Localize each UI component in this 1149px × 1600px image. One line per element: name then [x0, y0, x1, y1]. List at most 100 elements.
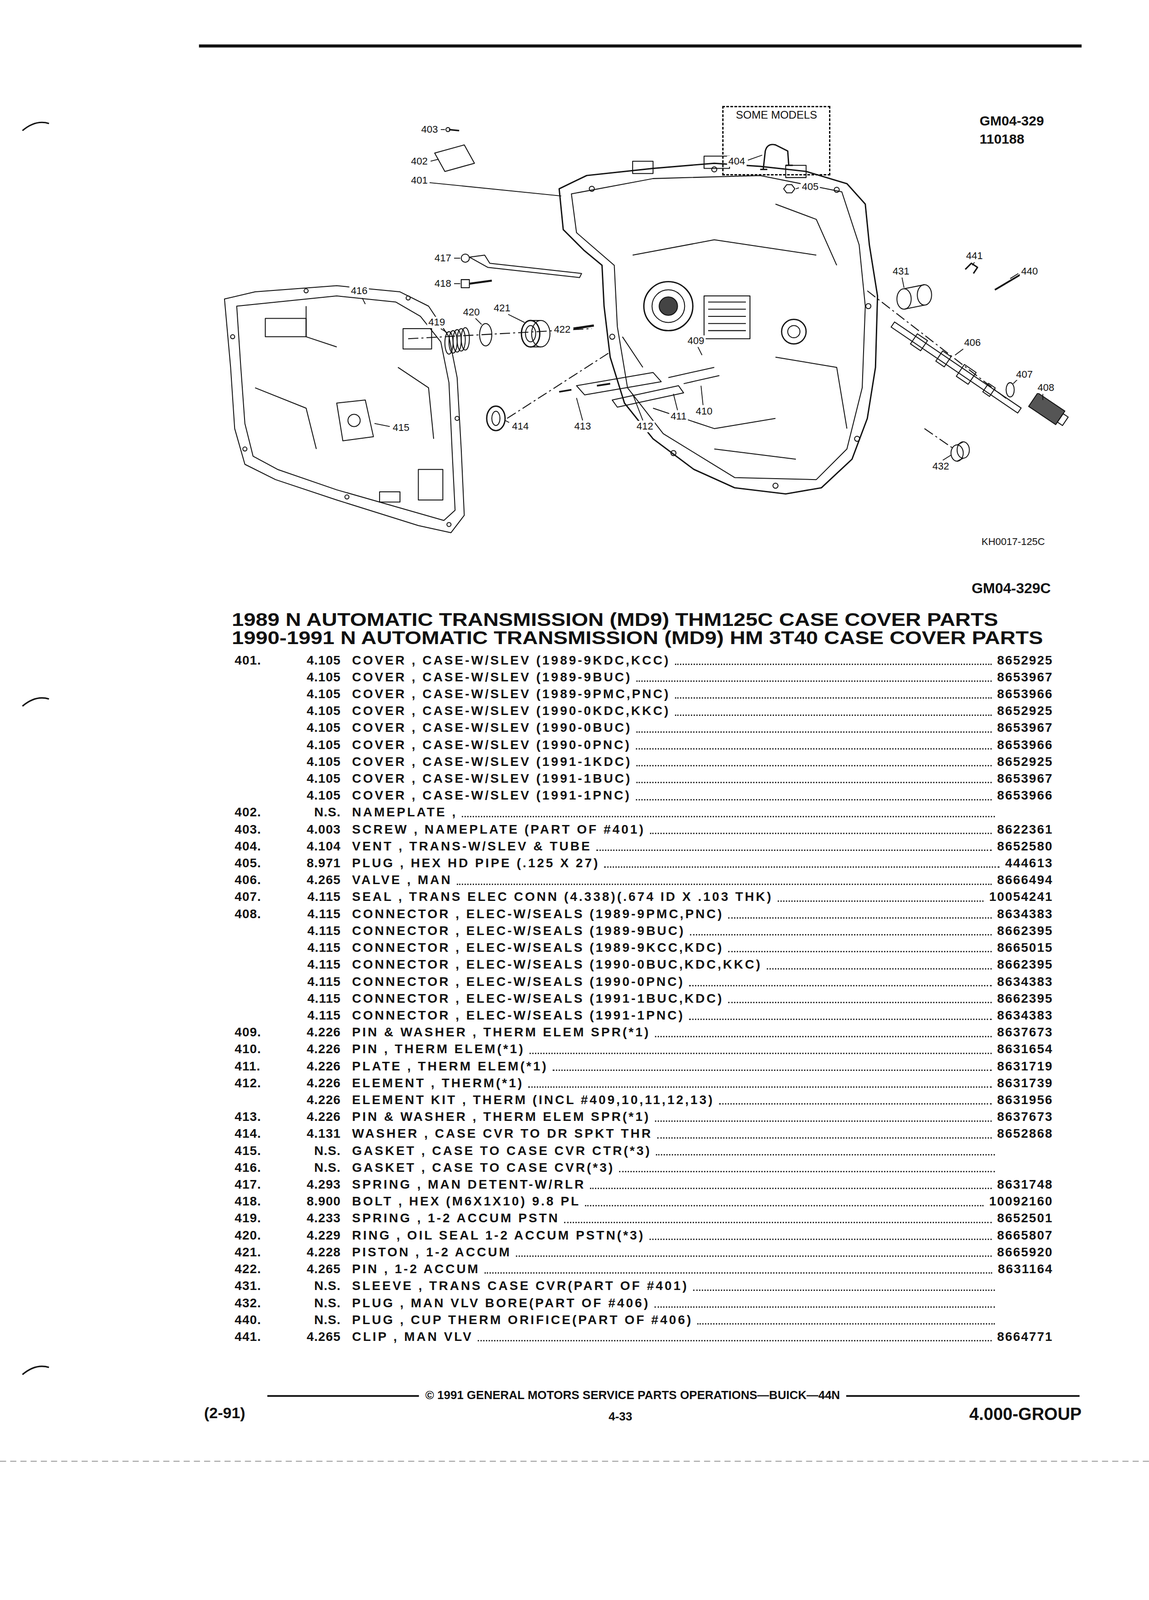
part-number: 8665920 [997, 1244, 1054, 1259]
part-description: SCREW , NAMEPLATE (PART OF #401) [352, 822, 646, 837]
part-number: 8652580 [997, 839, 1054, 854]
part-number: 8652925 [997, 754, 1054, 769]
dot-leader [635, 748, 992, 750]
part-description: NAMEPLATE , [352, 805, 458, 820]
group-code: 4.229 [306, 1228, 341, 1243]
part-number: 8631164 [997, 1262, 1053, 1277]
washer [486, 406, 505, 431]
group-code: N.S. [314, 1312, 341, 1327]
group-code: 4.105 [306, 771, 341, 786]
part-number: 8631748 [997, 1177, 1054, 1192]
center-line [408, 290, 1009, 450]
group-code: 4.265 [306, 1329, 341, 1344]
part-description: CONNECTOR , ELEC-W/SEALS (1990-0BUC,KDC,… [352, 957, 763, 972]
group-code: 4.105 [306, 788, 341, 803]
part-number: 8666494 [997, 873, 1054, 888]
item-number: 414. [234, 1126, 262, 1141]
part-number: 8637673 [997, 1109, 1054, 1125]
part-number: 8653967 [997, 720, 1054, 735]
item-number: 407. [234, 889, 262, 905]
dot-leader [728, 917, 992, 919]
item-number: 410. [234, 1042, 262, 1057]
part-description: COVER , CASE-W/SLEV (1991-1KDC) [352, 754, 633, 769]
item-number: 408. [234, 906, 262, 921]
group-code: 4.105 [306, 720, 341, 735]
piston [521, 320, 550, 347]
item-number: 440. [234, 1312, 262, 1327]
part-number: 8662395 [997, 957, 1054, 972]
thermal-element [559, 367, 720, 408]
item-number: 403. [234, 822, 262, 837]
dot-leader [649, 832, 992, 835]
dot-leader [619, 1170, 995, 1173]
revision-date: (2-91) [204, 1404, 246, 1422]
part-description: COVER , CASE-W/SLEV (1991-1PNC) [352, 788, 632, 803]
part-description: CLIP , MAN VLV [352, 1329, 474, 1344]
manual-valve [889, 318, 1024, 417]
group-code: 4.115 [307, 923, 341, 938]
part-number: 8634383 [997, 974, 1054, 989]
vent-tube [760, 144, 794, 170]
dot-leader [529, 1052, 992, 1055]
connector [1028, 392, 1070, 428]
part-number: 8634383 [997, 1008, 1054, 1023]
group-code: 4.115 [307, 1008, 341, 1023]
group-code: 4.115 [307, 906, 341, 921]
part-description: GASKET , CASE TO CASE CVR CTR(*3) [352, 1143, 652, 1158]
dot-leader [589, 1187, 992, 1189]
dot-leader [674, 714, 992, 716]
dot-leader [635, 799, 992, 801]
group-code: 4.115 [307, 889, 341, 905]
top-rule [199, 44, 1082, 48]
scan-line [0, 1460, 1149, 1462]
case-cover [559, 155, 878, 494]
copyright-note: © 1991 GENERAL MOTORS SERVICE PARTS OPER… [419, 1388, 847, 1402]
group-number: 4.000-GROUP [969, 1404, 1082, 1424]
callout-number: 418 [433, 278, 453, 290]
group-code: 4.105 [306, 754, 341, 769]
part-number: 8631654 [997, 1042, 1054, 1057]
group-code: 4.105 [306, 669, 341, 685]
callout-number: 422 [552, 324, 573, 335]
dot-leader [766, 968, 992, 970]
callout-number: 406 [962, 337, 983, 349]
callout-number: 412 [634, 420, 655, 432]
clip [965, 263, 978, 274]
dot-leader [649, 1238, 992, 1240]
part-description: PLUG , HEX HD PIPE (.125 X 27) [352, 856, 600, 871]
callout-number: 414 [510, 420, 531, 432]
item-number: 441. [234, 1329, 262, 1344]
callout-number: 407 [1014, 369, 1035, 380]
dot-leader [777, 900, 985, 902]
seal [1006, 382, 1015, 397]
part-description: CONNECTOR , ELEC-W/SEALS (1990-0PNC) [352, 974, 685, 989]
dot-leader [461, 815, 995, 818]
group-code: 4.226 [306, 1075, 341, 1090]
callout-number: 421 [492, 302, 512, 314]
item-number: 413. [234, 1109, 262, 1125]
part-number: 8653966 [997, 737, 1054, 752]
sheet-code: GM04-329 [979, 112, 1045, 128]
dot-leader [654, 1120, 992, 1122]
part-description: CONNECTOR , ELEC-W/SEALS (1989-9KCC,KDC) [352, 940, 725, 955]
callout-number: 431 [891, 265, 911, 277]
part-description: CONNECTOR , ELEC-W/SEALS (1989-9BUC) [352, 923, 686, 938]
part-description: PIN & WASHER , THERM ELEM SPR(*1) [352, 1025, 651, 1040]
part-description: COVER , CASE-W/SLEV (1991-1BUC) [352, 771, 633, 786]
group-code: 4.293 [306, 1177, 341, 1192]
callout-number: 401 [409, 174, 430, 186]
callout-number: 411 [669, 410, 688, 422]
dot-leader [657, 1137, 992, 1139]
pipe-plug [783, 184, 795, 193]
part-description: COVER , CASE-W/SLEV (1990-0PNC) [352, 737, 632, 752]
part-description: ELEMENT KIT , THERM (INCL #409,10,11,12,… [352, 1093, 715, 1108]
dot-leader [654, 1306, 995, 1308]
group-code: 4.003 [306, 822, 341, 837]
dot-leader [654, 1035, 992, 1038]
group-code: 4.115 [307, 940, 341, 955]
part-description: COVER , CASE-W/SLEV (1990-0BUC) [352, 720, 633, 735]
item-number: 418. [234, 1194, 262, 1209]
part-number: 8665807 [997, 1228, 1054, 1243]
group-code: 4.265 [306, 1262, 341, 1277]
part-description: PISTON , 1-2 ACCUM [352, 1244, 512, 1259]
